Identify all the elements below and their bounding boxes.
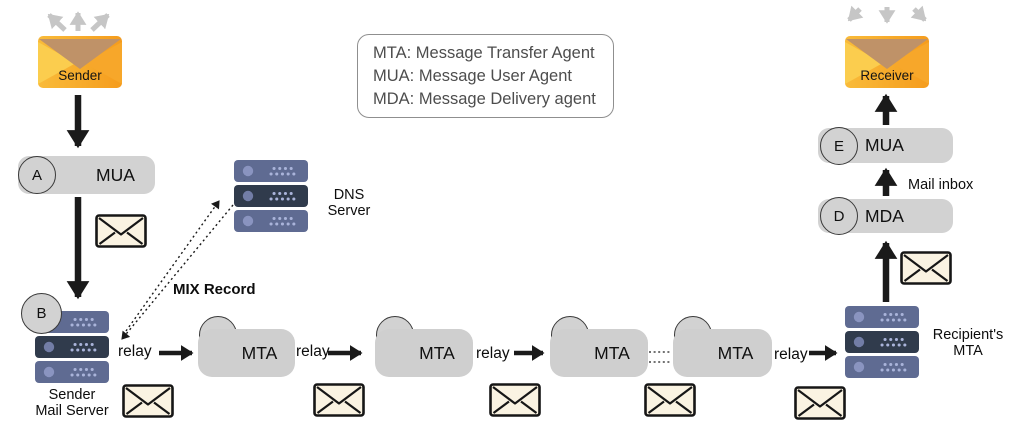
badge-b: B: [21, 293, 62, 334]
node-mta-2-label: MTA: [419, 342, 455, 363]
recipient-mta-label: Recipient's MTA: [923, 327, 1013, 359]
sender-mail-server-label-line2: Mail Server: [35, 403, 109, 419]
legend-box: MTA: Message Transfer Agent MUA: Message…: [357, 34, 614, 118]
badge-e-letter: E: [833, 137, 844, 155]
node-mta-2: MTA: [375, 329, 473, 377]
sender-label: Sender: [58, 68, 102, 83]
mta-chain-dotted-connector: [649, 351, 672, 363]
badge-e: E: [820, 127, 858, 165]
envelope-icon: [95, 214, 147, 248]
mail-inbox-label: Mail inbox: [908, 177, 974, 193]
server-icon: [845, 306, 919, 378]
sender-mail-server-label-line1: Sender: [48, 387, 96, 403]
dns-server-label: DNS Server: [317, 187, 381, 219]
receiver-label: Receiver: [860, 68, 914, 83]
node-mta-1: MTA: [198, 329, 295, 377]
relay-label-3: relay: [476, 345, 510, 362]
envelope-icon: [900, 251, 952, 285]
node-mta-3-label: MTA: [594, 342, 630, 363]
node-mta-4: MTA: [673, 329, 772, 377]
node-mda-label: MDA: [865, 205, 904, 226]
receiver-broadcast-arrows: [847, 5, 927, 24]
sender-mail-server-label: Sender Mail Server: [18, 387, 126, 419]
dns-server-label-line1: DNS: [333, 187, 365, 203]
relay-label-2: relay: [296, 343, 330, 360]
legend-line-mta: MTA: Message Transfer Agent: [373, 44, 595, 62]
legend-line-mda: MDA: Message Delivery agent: [373, 90, 596, 108]
main-flow-arrows: [66, 93, 898, 302]
sender-node: Sender: [38, 36, 122, 88]
badge-a: A: [18, 156, 56, 194]
node-mua-sender-label: MUA: [96, 164, 135, 185]
relay-label-4: relay: [774, 346, 808, 363]
recipient-mta-label-line1: Recipient's: [932, 327, 1004, 343]
node-mta-3: MTA: [550, 329, 648, 377]
server-icon: [234, 160, 308, 232]
relay-label-1: relay: [118, 343, 152, 360]
badge-d-letter: D: [833, 207, 845, 225]
envelope-icon: [313, 383, 365, 417]
sender-broadcast-arrows: [47, 11, 110, 32]
envelope-icon: [489, 383, 541, 417]
badge-d: D: [820, 197, 858, 235]
node-mta-4-label: MTA: [717, 342, 754, 363]
badge-b-letter: B: [36, 305, 47, 322]
dns-server-label-line2: Server: [327, 203, 371, 219]
legend-line-mua: MUA: Message User Agent: [373, 67, 572, 85]
envelope-icon: [794, 386, 846, 420]
dns-lookup-arrows: [121, 200, 234, 340]
receiver-node: Receiver: [845, 36, 929, 88]
badge-a-letter: A: [31, 166, 42, 184]
node-mta-1-label: MTA: [241, 342, 278, 363]
mix-record-label: MIX Record: [173, 281, 256, 298]
node-mua-receiver-label: MUA: [865, 135, 904, 155]
envelope-icon: [122, 384, 174, 418]
recipient-mta-label-line2: MTA: [953, 343, 983, 359]
envelope-icon: [644, 383, 696, 417]
